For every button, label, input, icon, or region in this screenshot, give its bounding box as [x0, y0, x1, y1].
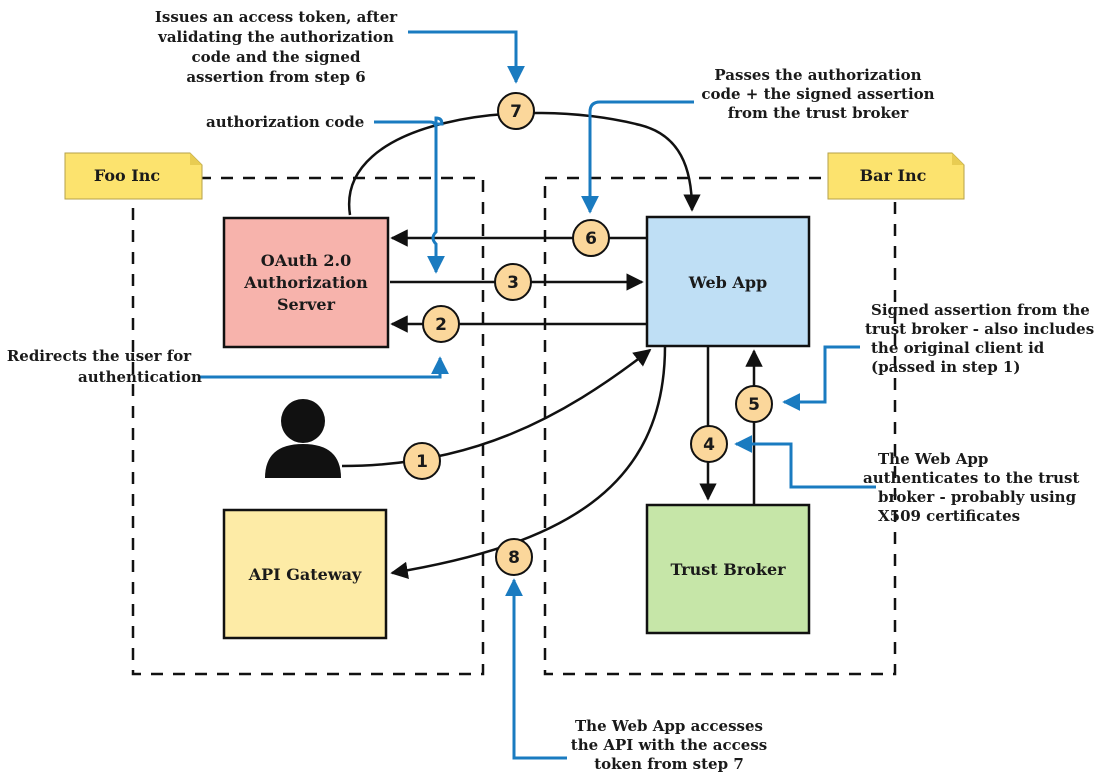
annotation-signed-assertion: Signed assertion from the trust broker -… [865, 301, 1094, 376]
step-5-number: 5 [748, 395, 760, 415]
arrow-step-7 [347, 111, 701, 216]
issues-token-line-1: Issues an access token, after [155, 8, 398, 26]
annotation-web-app-auth: The Web App authenticates to the trust b… [863, 450, 1079, 525]
callout-auth-code [374, 116, 445, 274]
step-circle-5: 5 [735, 385, 773, 423]
annotation-api-access: The Web App accesses the API with the ac… [571, 717, 767, 773]
signed-assertion-line-3: the original client id [871, 339, 1045, 357]
foo-inc-label: Foo Inc [94, 166, 161, 185]
web-app-auth-line-3: broker - probably using [878, 488, 1077, 506]
step-circle-2: 2 [422, 305, 460, 343]
oauth-server-label-line-3: Server [277, 295, 336, 314]
api-access-line-2: the API with the access [571, 736, 767, 754]
step-circle-1: 1 [403, 442, 441, 480]
api-gateway-label: API Gateway [248, 565, 362, 584]
oauth-server-label-line-1: OAuth 2.0 [261, 251, 351, 270]
step-8-number: 8 [508, 548, 520, 568]
step-3-number: 3 [507, 273, 519, 293]
signed-assertion-line-2: trust broker - also includes [865, 320, 1094, 338]
redirects-line-1: Redirects the user for [7, 347, 192, 365]
annotation-passes-code: Passes the authorization code + the sign… [701, 66, 934, 122]
passes-code-line-1: Passes the authorization [714, 66, 921, 84]
passes-code-line-2: code + the signed assertion [701, 85, 934, 103]
bar-inc-boundary [543, 176, 897, 676]
bar-inc-tag: Bar Inc [827, 152, 965, 200]
web-app-auth-line-2: authenticates to the trust [863, 469, 1079, 487]
annotation-issues-token: Issues an access token, after validating… [155, 8, 398, 86]
callout-web-app-auth [734, 435, 876, 489]
step-circle-7: 7 [497, 92, 535, 130]
web-app-auth-line-4: X509 certificates [878, 507, 1020, 525]
step-7-number: 7 [510, 102, 522, 122]
step-2-number: 2 [435, 315, 447, 335]
step-circle-6: 6 [572, 219, 610, 257]
redirects-line-2: authentication [78, 368, 202, 386]
bar-inc-label: Bar Inc [860, 166, 927, 185]
annotation-auth-code: authorization code [206, 113, 364, 131]
callout-api-access [505, 578, 567, 760]
step-6-number: 6 [585, 229, 597, 249]
callout-issues-token [408, 30, 525, 84]
api-access-line-1: The Web App accesses [575, 717, 763, 735]
signed-assertion-line-1: Signed assertion from the [871, 301, 1090, 319]
oauth-server-box: OAuth 2.0 Authorization Server [222, 216, 390, 349]
user-icon [265, 399, 341, 478]
web-app-label: Web App [688, 273, 767, 292]
step-circle-8: 8 [495, 538, 533, 576]
arrow-step-1 [341, 348, 652, 468]
passes-code-line-3: from the trust broker [728, 104, 910, 122]
issues-token-line-3: code and the signed [192, 48, 361, 66]
step-circle-3: 3 [494, 263, 532, 301]
oauth-server-label-line-2: Authorization [243, 273, 368, 292]
web-app-box: Web App [645, 215, 811, 348]
api-access-line-3: token from step 7 [594, 755, 744, 773]
step-circle-4: 4 [690, 425, 728, 463]
step-1-number: 1 [416, 452, 428, 472]
issues-token-line-2: validating the authorization [157, 28, 394, 46]
callout-passes-code [581, 100, 694, 214]
signed-assertion-line-4: (passed in step 1) [871, 358, 1020, 376]
annotation-redirects: Redirects the user for authentication [7, 347, 202, 386]
web-app-auth-line-1: The Web App [878, 450, 988, 468]
arrow-step-8 [390, 345, 667, 580]
step-4-number: 4 [703, 435, 715, 455]
trust-broker-label: Trust Broker [670, 560, 786, 579]
api-gateway-box: API Gateway [222, 508, 388, 640]
callout-redirects [200, 356, 449, 379]
callout-signed-assertion [782, 345, 860, 411]
foo-inc-boundary [131, 176, 485, 676]
trust-broker-box: Trust Broker [645, 503, 811, 635]
foo-inc-tag: Foo Inc [64, 152, 203, 200]
issues-token-line-4: assertion from step 6 [186, 68, 365, 86]
